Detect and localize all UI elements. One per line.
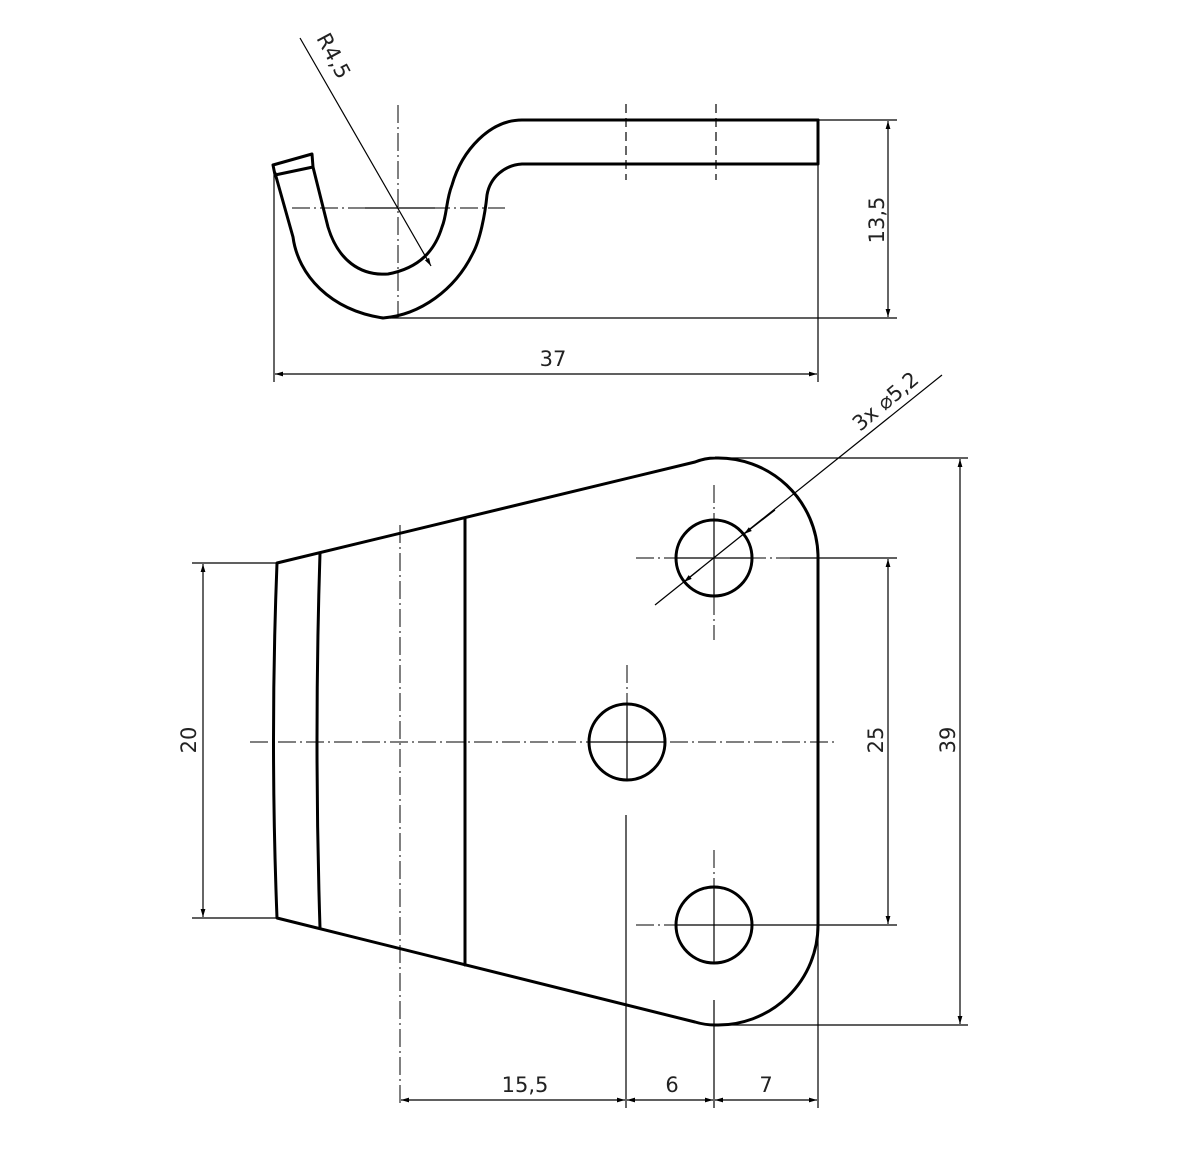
hole-leader-arrow: [743, 509, 776, 535]
hook-profile-outer: [311, 118, 820, 276]
height-label: 13,5: [865, 197, 889, 244]
dim-b-label: 6: [665, 1073, 678, 1097]
plate-outline: [272, 456, 820, 1027]
hole-bottom: [674, 885, 754, 965]
hole-label: 3x ⌀5,2: [848, 367, 924, 436]
hole-middle: [587, 702, 667, 782]
dim-a-label: 15,5: [502, 1073, 549, 1097]
radius-leader: [299, 37, 432, 267]
hook-tip: [271, 152, 315, 177]
hole-spacing-label: 25: [864, 727, 888, 754]
width-label: 37: [540, 347, 567, 371]
hole-leader-arrow: [683, 568, 701, 583]
side-view: R4,5 13,5 37: [271, 29, 897, 382]
dim-c-label: 7: [759, 1073, 772, 1097]
hook-profile-inner: [273, 118, 820, 320]
radius-label: R4,5: [312, 29, 356, 83]
bend-line-1: [315, 551, 322, 930]
total-height-label: 39: [936, 727, 960, 754]
top-view: 3x ⌀5,2 20 25 39 15,5 6 7: [177, 367, 968, 1108]
left-height-label: 20: [177, 727, 201, 754]
hole-leader: [654, 374, 943, 606]
